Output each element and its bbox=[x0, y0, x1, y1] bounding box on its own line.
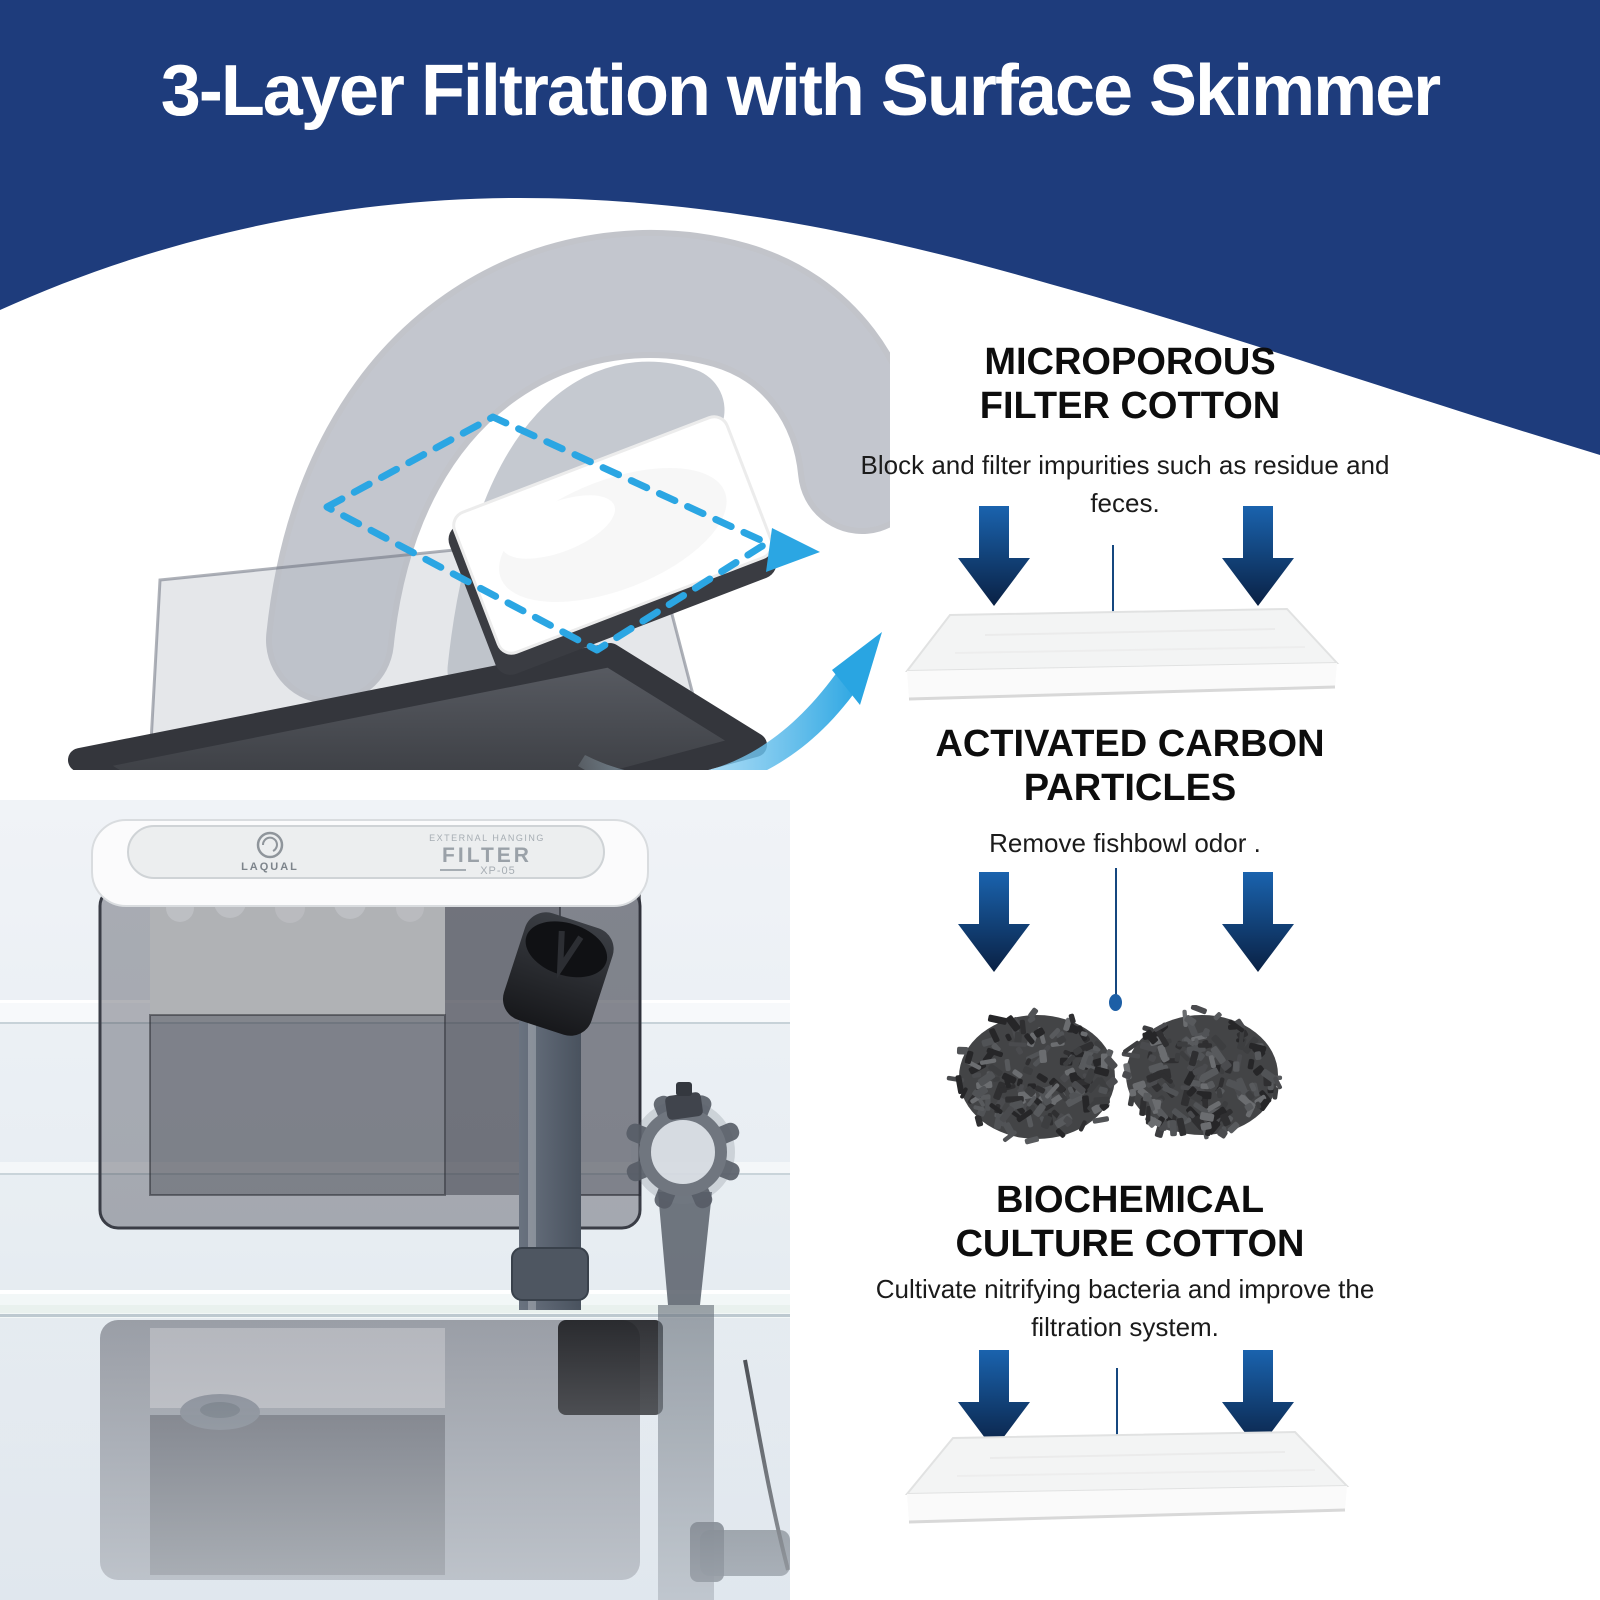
header-banner bbox=[0, 0, 1600, 455]
header-curved-shape bbox=[0, 0, 1600, 455]
lid-type-small-label: EXTERNAL HANGING bbox=[429, 833, 545, 843]
water-surface-line bbox=[0, 1162, 790, 1175]
pointer-line bbox=[1116, 1368, 1118, 1458]
down-arrow-icon bbox=[958, 872, 1030, 972]
page-title: 3-Layer Filtration with Surface Skimmer bbox=[160, 51, 1441, 131]
section-title-line1: MICROPOROUS bbox=[984, 341, 1276, 383]
section-title-line2: FILTER COTTON bbox=[979, 385, 1281, 427]
swoosh-arrow-icon bbox=[578, 668, 862, 770]
brand-logo-icon bbox=[256, 831, 284, 859]
lid-type-large-label: FILTER bbox=[442, 844, 532, 867]
dashed-arrowhead-icon bbox=[766, 528, 820, 572]
section-microporous-title: MICROPOROUS FILTER COTTON bbox=[880, 340, 1380, 428]
lid-model-label: XP-05 bbox=[480, 865, 516, 877]
aquarium-photo: LAQUAL EXTERNAL HANGING FILTER XP-05 bbox=[0, 800, 790, 1600]
section-title-line1: ACTIVATED CARBON bbox=[935, 723, 1325, 765]
section-carbon-description: Remove fishbowl odor . bbox=[989, 828, 1261, 858]
section-microporous-description: Block and filter impurities such as resi… bbox=[860, 450, 1390, 518]
pointer-dot bbox=[1109, 994, 1122, 1011]
white-culture-pad-image bbox=[904, 1430, 1350, 1524]
section-carbon-title: ACTIVATED CARBON PARTICLES bbox=[880, 722, 1380, 810]
surface-skimmer bbox=[626, 1082, 740, 1305]
filter-tray bbox=[68, 643, 767, 770]
brand-label: LAQUAL bbox=[241, 861, 299, 873]
carbon-particles-image bbox=[946, 1005, 1283, 1145]
down-arrow-icon bbox=[958, 1350, 1030, 1450]
filter-product-photo bbox=[68, 230, 890, 770]
pointer-line bbox=[1115, 868, 1117, 998]
down-arrow-icon bbox=[1222, 506, 1294, 606]
swoosh-arrowhead-icon bbox=[832, 632, 882, 705]
outflow-spout bbox=[502, 912, 614, 1310]
section-biochemical-title: BIOCHEMICAL CULTURE COTTON bbox=[880, 1178, 1380, 1266]
section-title-line2: CULTURE COTTON bbox=[955, 1223, 1305, 1265]
hanging-filter-body: LAQUAL EXTERNAL HANGING FILTER XP-05 bbox=[91, 819, 649, 1230]
down-arrow-icon bbox=[1222, 872, 1294, 972]
section-biochemical-description: Cultivate nitrifying bacteria and improv… bbox=[875, 1274, 1375, 1342]
section-title-line1: BIOCHEMICAL bbox=[995, 1179, 1265, 1221]
section-title-line2: PARTICLES bbox=[1023, 767, 1237, 809]
clear-cover-arch bbox=[272, 236, 890, 698]
dashed-extract-outline bbox=[323, 413, 771, 654]
down-arrow-icon bbox=[958, 506, 1030, 606]
pointer-line bbox=[1112, 545, 1114, 641]
reflection-fade bbox=[0, 1305, 790, 1600]
lid-plate bbox=[127, 825, 605, 879]
down-arrow-icon bbox=[1222, 1350, 1294, 1450]
white-filter-pad-image bbox=[904, 607, 1340, 701]
